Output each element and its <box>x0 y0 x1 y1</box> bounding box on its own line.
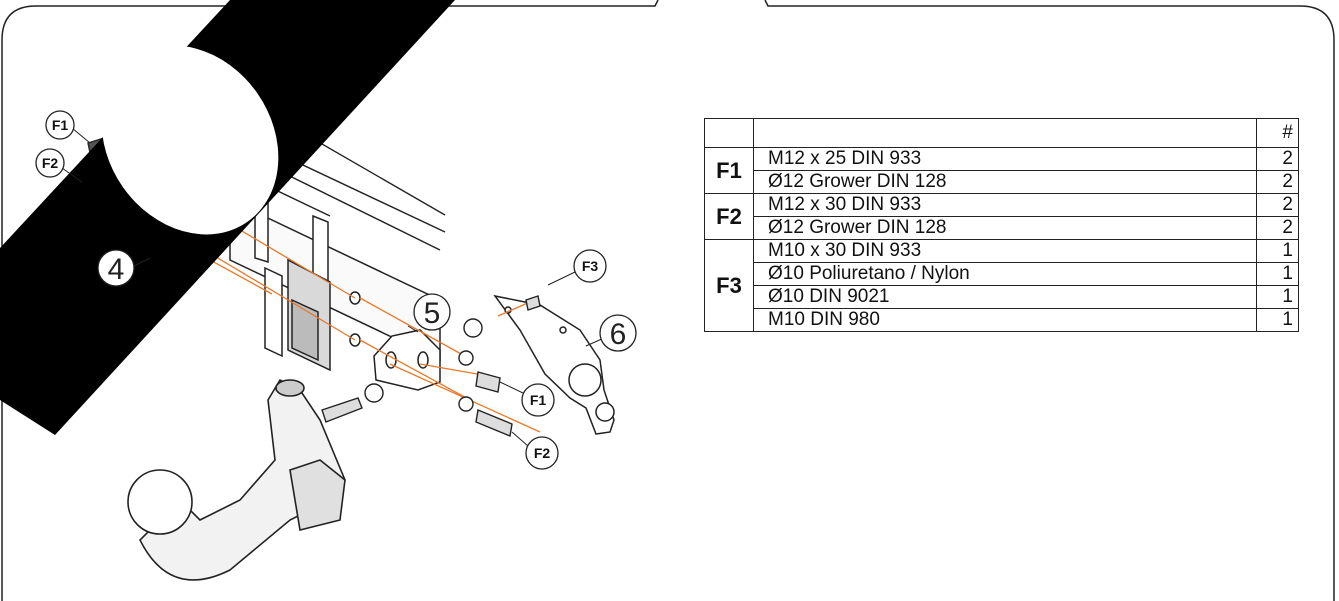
item-desc: Ø10 DIN 9021 <box>753 285 1257 309</box>
svg-text:4: 4 <box>108 253 125 286</box>
table-row: F3 M10 x 30 DIN 933 1 <box>704 239 1299 332</box>
callout-f1-bottom: F1 <box>499 381 555 417</box>
item-qty: 2 <box>1256 216 1299 240</box>
table-row: Ø10 DIN 9021 1 <box>705 285 1299 309</box>
watermark-ring-inner <box>138 79 218 197</box>
fastener-table: # F1 M12 x 25 DIN 933 2 Ø12 Grower DIN 1… <box>704 118 1299 332</box>
item-desc: Ø12 Grower DIN 128 <box>753 216 1257 240</box>
table-row: M10 DIN 980 1 <box>705 308 1299 332</box>
table-header-group <box>704 118 754 148</box>
plate-6 <box>493 294 615 435</box>
svg-text:6: 6 <box>610 318 627 351</box>
group-code: F2 <box>704 193 754 240</box>
table-header-row: # <box>704 118 1299 148</box>
callout-f3: F3 <box>547 249 607 286</box>
item-desc: M12 x 25 DIN 933 <box>753 147 1257 171</box>
table-row: Ø12 Grower DIN 128 2 <box>705 216 1299 240</box>
item-qty: 1 <box>1256 262 1299 286</box>
table-row: F2 M12 x 30 DIN 933 2 <box>704 193 1299 240</box>
table-row: Ø10 Poliuretano / Nylon 1 <box>705 262 1299 286</box>
crossbar <box>229 180 441 372</box>
table-row: F1 M12 x 25 DIN 933 2 <box>704 147 1299 194</box>
table-header-desc <box>753 118 1257 148</box>
table-row: Ø12 Grower DIN 128 2 <box>705 170 1299 194</box>
item-qty: 2 <box>1256 170 1299 194</box>
callout-f1-top: F1 <box>45 110 91 144</box>
item-qty: 1 <box>1256 285 1299 309</box>
part-number-5: 5 <box>407 293 451 333</box>
item-qty: 2 <box>1256 147 1299 171</box>
callout-f2-bottom: F2 <box>511 431 559 470</box>
item-desc: M10 DIN 980 <box>753 308 1257 332</box>
towball <box>127 378 346 581</box>
item-qty: 2 <box>1256 193 1299 217</box>
part-number-6: 6 <box>585 314 637 352</box>
item-desc: M12 x 30 DIN 933 <box>753 193 1257 217</box>
table-header-qty: # <box>1256 118 1299 148</box>
svg-text:F2: F2 <box>42 155 59 171</box>
group-code: F3 <box>704 239 754 332</box>
group-code: F1 <box>704 147 754 194</box>
item-qty: 1 <box>1256 239 1299 263</box>
item-desc: Ø12 Grower DIN 128 <box>753 170 1257 194</box>
part-number-4: 4 <box>97 249 151 287</box>
svg-text:F1: F1 <box>530 392 547 408</box>
item-desc: M10 x 30 DIN 933 <box>753 239 1257 263</box>
svg-text:F3: F3 <box>582 258 599 274</box>
svg-text:F2: F2 <box>534 445 551 461</box>
item-desc: Ø10 Poliuretano / Nylon <box>753 262 1257 286</box>
svg-text:5: 5 <box>424 297 441 330</box>
callout-f2-top: F2 <box>35 148 83 183</box>
svg-text:F1: F1 <box>52 117 69 133</box>
item-qty: 1 <box>1256 308 1299 332</box>
